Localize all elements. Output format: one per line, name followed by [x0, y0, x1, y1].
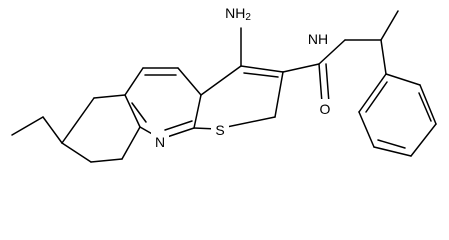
thiophene-ring: [193, 65, 284, 130]
pyridine-ring: [124, 67, 202, 140]
svg-text:NH: NH: [308, 31, 328, 47]
ring-s-label: S: [211, 120, 229, 140]
amide-group: [282, 39, 346, 104]
amine-label: NH2: [225, 3, 260, 23]
carbonyl-o-label: O: [316, 99, 334, 119]
ring-n-label: N: [151, 132, 169, 152]
amide-nh-label: NH: [305, 29, 332, 49]
phenyl-ring: [358, 73, 437, 157]
svg-text:S: S: [215, 122, 224, 138]
svg-text:O: O: [320, 101, 331, 117]
structure-diagram: NH2 NH O N S: [11, 3, 437, 163]
cyclohexane-ring: [61, 94, 141, 163]
svg-text:N: N: [155, 134, 165, 150]
side-chain: [344, 10, 399, 75]
svg-text:NH2: NH2: [225, 5, 251, 23]
ethyl-group: [11, 116, 63, 144]
